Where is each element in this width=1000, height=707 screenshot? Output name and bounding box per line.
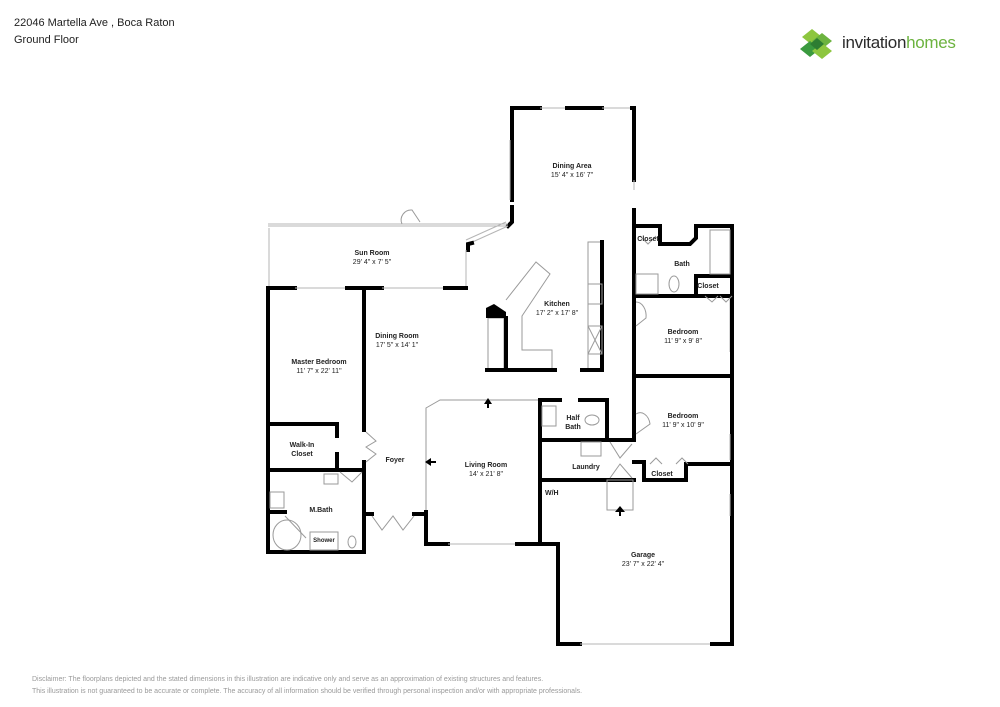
room-name-kitchen: Kitchen <box>544 301 570 308</box>
label-walk-in-1: Walk-In <box>290 442 315 449</box>
kitchen-fixtures <box>485 240 604 372</box>
room-dims-dining-area: 15' 4" x 16' 7" <box>551 172 594 179</box>
dining-area-walls <box>505 106 636 442</box>
logo-wordmark: invitationhomes <box>842 33 956 52</box>
disclaimer-line-2: This illustration is not guaranteed to b… <box>32 688 583 695</box>
room-name-dining-room: Dining Room <box>375 333 419 340</box>
room-name-bedroom-2: Bedroom <box>668 413 699 420</box>
room-name-living-room: Living Room <box>465 462 507 469</box>
garage-walls <box>538 478 734 646</box>
room-name-master-bedroom: Master Bedroom <box>291 359 346 366</box>
room-dims-kitchen: 17' 2" x 17' 8" <box>536 310 579 317</box>
disclaimer-line-1: Disclaimer: The floorplans depicted and … <box>32 676 544 683</box>
room-dims-bedroom-2: 11' 9" x 10' 9" <box>662 422 704 429</box>
floor-label: Ground Floor <box>14 34 79 46</box>
label-foyer: Foyer <box>385 457 404 464</box>
front-doors <box>362 512 428 531</box>
room-name-dining-area: Dining Area <box>552 163 591 170</box>
room-name-garage: Garage <box>631 552 655 559</box>
master-bath-fixtures <box>269 471 363 551</box>
room-dims-sun-room: 29' 4" x 7' 5" <box>353 259 392 266</box>
label-closet-3: Closet <box>651 471 673 478</box>
bedroom-wing-walls <box>632 224 734 646</box>
room-dims-dining-room: 17' 5" x 14' 1" <box>376 342 419 349</box>
room-labels: Dining Area 15' 4" x 16' 7" Sun Room 29'… <box>291 163 704 568</box>
label-bath: Bath <box>674 261 690 268</box>
room-dims-bedroom-1: 11' 9" x 9' 8" <box>664 338 702 345</box>
label-closet-1: Closet <box>637 236 659 243</box>
room-name-bedroom-1: Bedroom <box>668 329 699 336</box>
sun-room-walls <box>268 209 509 286</box>
label-shower: Shower <box>313 538 335 544</box>
green-diamond-cluster-icon <box>800 29 832 59</box>
property-address: 22046 Martella Ave , Boca Raton <box>14 17 175 29</box>
room-dims-garage: 23' 7" x 22' 4" <box>622 561 665 568</box>
room-name-sun-room: Sun Room <box>355 250 390 257</box>
master-bedroom-walls <box>266 286 468 554</box>
room-dims-living-room: 14' x 21' 8" <box>469 471 503 478</box>
label-m-bath: M.Bath <box>309 507 332 514</box>
invitation-homes-logo: invitationhomes <box>798 27 978 61</box>
area-labels: Closet Bath Closet Half Bath Walk-In Clo… <box>290 236 720 544</box>
room-dims-master-bedroom: 11' 7" x 22' 11" <box>296 368 342 375</box>
label-water-heater: W/H <box>545 490 559 497</box>
label-walk-in-2: Closet <box>291 451 313 458</box>
label-laundry: Laundry <box>572 464 600 471</box>
label-half-bath-2: Bath <box>565 424 581 431</box>
label-closet-2: Closet <box>697 283 719 290</box>
half-bath-laundry-walls <box>538 398 636 516</box>
label-half-bath-1: Half <box>566 415 580 422</box>
